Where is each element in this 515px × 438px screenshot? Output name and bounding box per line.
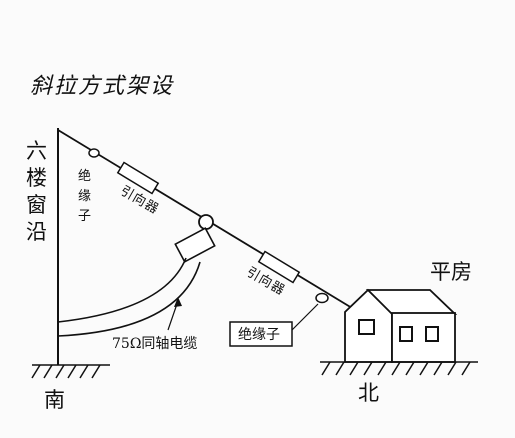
insulator-top-label: 绝 缘 子 xyxy=(78,168,91,224)
insulator-top-char-1: 绝 xyxy=(78,168,91,184)
director-lower-char-3: 器 xyxy=(268,279,287,298)
director-lower-label: 引 向 器 xyxy=(244,265,287,298)
cable-arrow-head-icon xyxy=(174,297,182,307)
diagram-title: 斜拉方式架设 xyxy=(30,74,174,99)
left-building-label: 六 楼 窗 沿 xyxy=(26,139,47,244)
south-label: 南 xyxy=(44,388,65,412)
north-label: 北 xyxy=(358,381,379,405)
cable-label: 75Ω同轴电缆 xyxy=(112,336,197,352)
house-window-3 xyxy=(425,326,439,342)
ground-hatch-right xyxy=(320,361,478,376)
director-upper-label: 引 向 器 xyxy=(118,184,161,217)
left-building-char-2: 楼 xyxy=(26,166,47,190)
left-building-char-4: 沿 xyxy=(26,220,47,244)
house xyxy=(344,288,458,363)
coax-cable-inner xyxy=(57,261,201,337)
director-lower-icon xyxy=(257,250,301,284)
insulator-callout-label: 绝缘子 xyxy=(238,327,280,343)
ground-hatch-left xyxy=(31,364,110,379)
house-window-2 xyxy=(399,326,413,342)
antenna-junction-icon xyxy=(198,214,214,230)
director-lower-char-1: 引 xyxy=(244,265,263,284)
director-upper-char-3: 器 xyxy=(142,198,161,217)
insulator-top-char-3: 子 xyxy=(78,209,91,224)
coax-cable-outer xyxy=(57,257,187,323)
insulator-bottom-icon xyxy=(315,292,329,304)
insulator-callout-box xyxy=(229,321,293,347)
house-window-1 xyxy=(358,319,375,335)
house-label: 平房 xyxy=(430,260,472,284)
balun-box-icon xyxy=(174,227,216,263)
insulator-top-icon xyxy=(88,148,100,158)
insulator-callout-pointer xyxy=(291,303,319,331)
left-building-char-3: 窗 xyxy=(26,193,47,217)
director-upper-char-1: 引 xyxy=(118,184,137,203)
insulator-top-char-2: 缘 xyxy=(78,189,91,204)
left-building-char-1: 六 xyxy=(26,139,47,163)
director-upper-icon xyxy=(116,161,160,195)
